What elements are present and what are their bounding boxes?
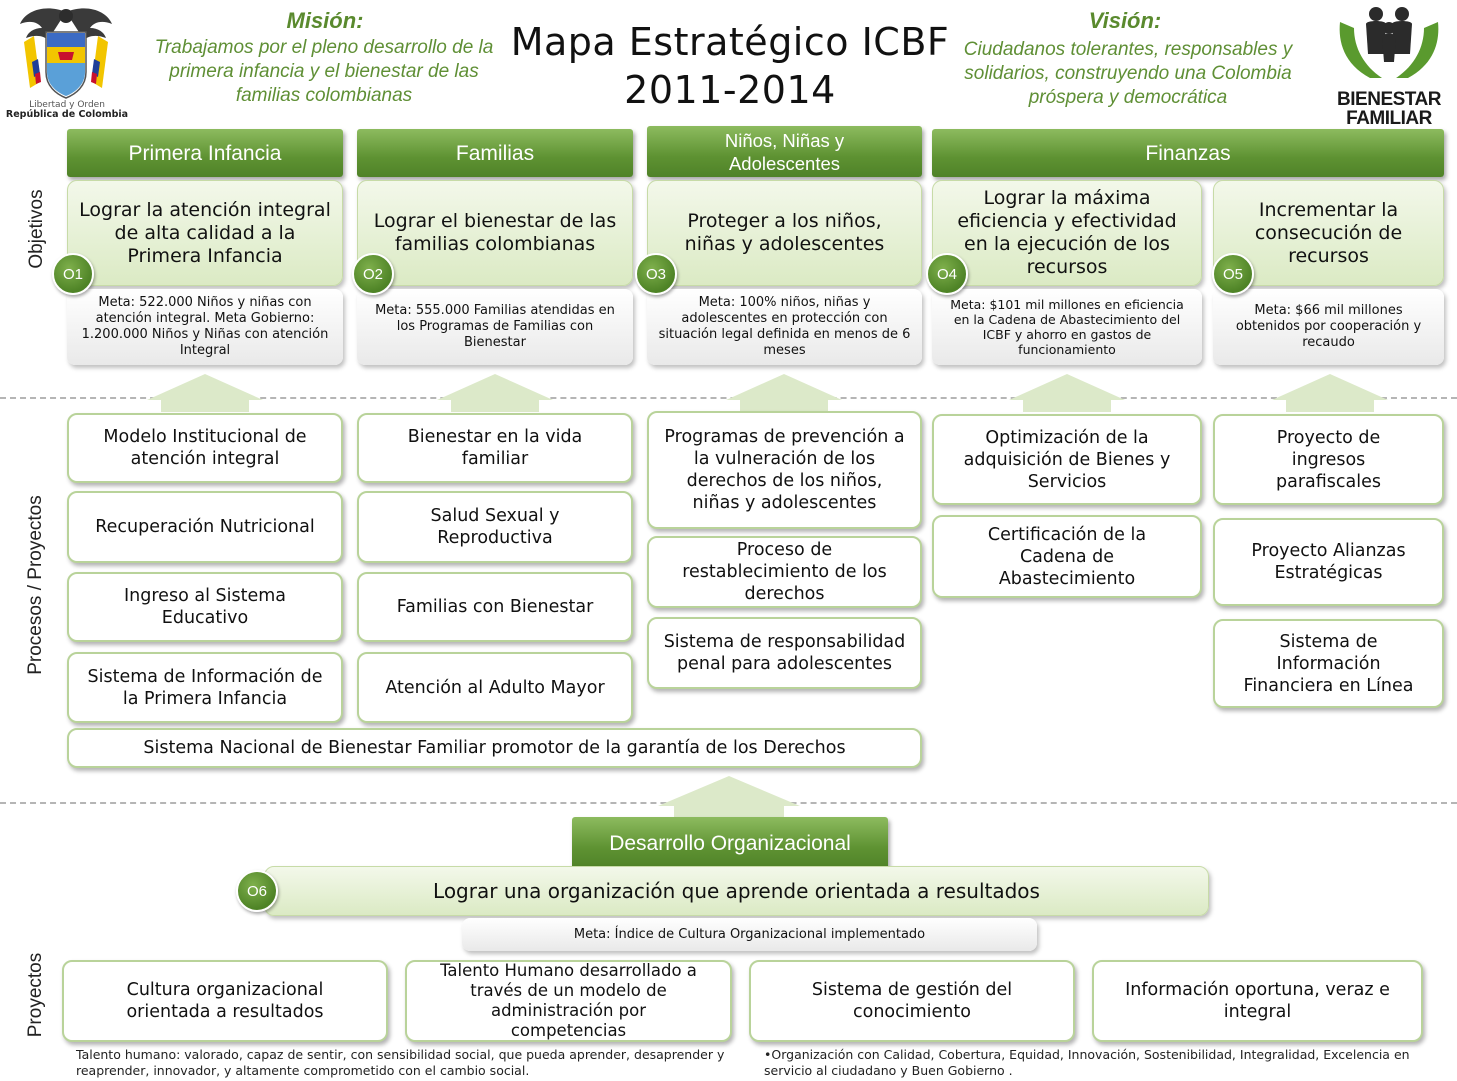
process-box: Atención al Adulto Mayor <box>357 652 633 723</box>
mision-heading: Misión: <box>286 8 364 33</box>
badge-o5: O5 <box>1212 253 1254 295</box>
perspective-primera-infancia: Primera Infancia <box>67 129 343 177</box>
meta-o2: Meta: 555.000 Familias atendidas en los … <box>357 289 633 365</box>
snbf-bar: Sistema Nacional de Bienestar Familiar p… <box>67 728 922 768</box>
process-box: Recuperación Nutricional <box>67 491 343 563</box>
process-box: Modelo Institucional de atención integra… <box>67 413 343 483</box>
badge-o1: O1 <box>52 253 94 295</box>
objective-o2: Lograr el bienestar de las familias colo… <box>357 180 633 286</box>
meta-o6: Meta: Índice de Cultura Organizacional i… <box>462 918 1037 951</box>
mision-text: Trabajamos por el pleno desarrollo de la… <box>154 37 494 106</box>
objective-o6: Lograr una organización que aprende orie… <box>264 866 1209 916</box>
process-box: Proceso de restablecimiento de los derec… <box>647 536 922 608</box>
project-box: Talento Humano desarrollado a través de … <box>405 960 732 1042</box>
up-arrow-o1 <box>147 374 263 412</box>
bf-logo-word-1: BIENESTAR <box>1337 89 1441 110</box>
process-box: Proyecto de ingresos parafiscales <box>1213 414 1444 505</box>
footer-note-talento: Talento humano: valorado, capaz de senti… <box>76 1047 725 1078</box>
perspective-finanzas: Finanzas <box>932 129 1444 177</box>
bienestar-familiar-logo: BIENESTAR FAMILIAR <box>1330 2 1448 128</box>
up-arrow-o4 <box>1009 374 1125 412</box>
perspective-ninos: Niños, Niñas y Adolescentes <box>647 126 922 177</box>
vision-heading: Visión: <box>1088 8 1162 33</box>
process-box: Sistema de Información de la Primera Inf… <box>67 652 343 723</box>
objective-o4: Lograr la máxima eficiencia y efectivida… <box>932 180 1202 286</box>
meta-o1: Meta: 522.000 Niños y niñas con atención… <box>67 289 343 365</box>
vision-text: Ciudadanos tolerantes, responsables y so… <box>963 39 1293 108</box>
meta-o3: Meta: 100% niños, niñas y adolescentes e… <box>647 289 922 365</box>
badge-o3: O3 <box>635 253 677 295</box>
title-line-1: Mapa Estratégico ICBF <box>510 20 950 64</box>
up-arrow-o3 <box>726 374 842 412</box>
project-box: Información oportuna, veraz e integral <box>1092 960 1423 1042</box>
badge-o4: O4 <box>926 253 968 295</box>
footer-note-organizacion: •Organización con Calidad, Cobertura, Eq… <box>764 1047 1410 1078</box>
process-box: Ingreso al Sistema Educativo <box>67 572 343 642</box>
process-box: Sistema de responsabilidad penal para ad… <box>647 617 922 689</box>
perspective-familias: Familias <box>357 129 633 177</box>
colombia-coat-of-arms-logo <box>6 2 126 120</box>
colombia-motto: Libertad y Orden <box>29 100 105 110</box>
colombia-caption: Libertad y Orden República de Colombia <box>4 100 130 120</box>
bf-logo-word-2: FAMILIAR <box>1346 108 1432 129</box>
up-arrow-o2 <box>437 374 553 412</box>
divider-top <box>0 397 1457 399</box>
process-box: Proyecto Alianzas Estratégicas <box>1213 518 1444 606</box>
objective-o1: Lograr la atención integral de alta cali… <box>67 180 343 286</box>
process-box: Familias con Bienestar <box>357 572 633 642</box>
colombia-name: República de Colombia <box>5 109 129 120</box>
page-title: Mapa Estratégico ICBF 2011-2014 <box>500 18 960 114</box>
process-box: Programas de prevención a la vulneración… <box>647 411 922 529</box>
up-arrow-o5 <box>1272 374 1388 412</box>
process-box: Optimización de la adquisición de Bienes… <box>932 414 1202 505</box>
badge-o6: O6 <box>236 870 278 912</box>
project-box: Cultura organizacional orientada a resul… <box>62 960 388 1042</box>
objective-o3: Proteger a los niños, niñas y adolescent… <box>647 180 922 286</box>
desarrollo-organizacional-header: Desarrollo Organizacional <box>572 817 888 869</box>
title-line-2: 2011-2014 <box>624 68 836 112</box>
meta-o5: Meta: $66 mil millones obtenidos por coo… <box>1213 289 1444 365</box>
process-box: Salud Sexual y Reproductiva <box>357 491 633 563</box>
up-arrow-desarrollo <box>658 776 800 818</box>
process-box: Bienestar en la vida familiar <box>357 413 633 483</box>
process-box: Certificación de la Cadena de Abastecimi… <box>932 515 1202 598</box>
process-box: Sistema de Información Financiera en Lín… <box>1213 619 1444 708</box>
badge-o2: O2 <box>352 253 394 295</box>
meta-o4: Meta: $101 mil millones en eficiencia en… <box>932 289 1202 365</box>
project-box: Sistema de gestión del conocimiento <box>749 960 1075 1042</box>
